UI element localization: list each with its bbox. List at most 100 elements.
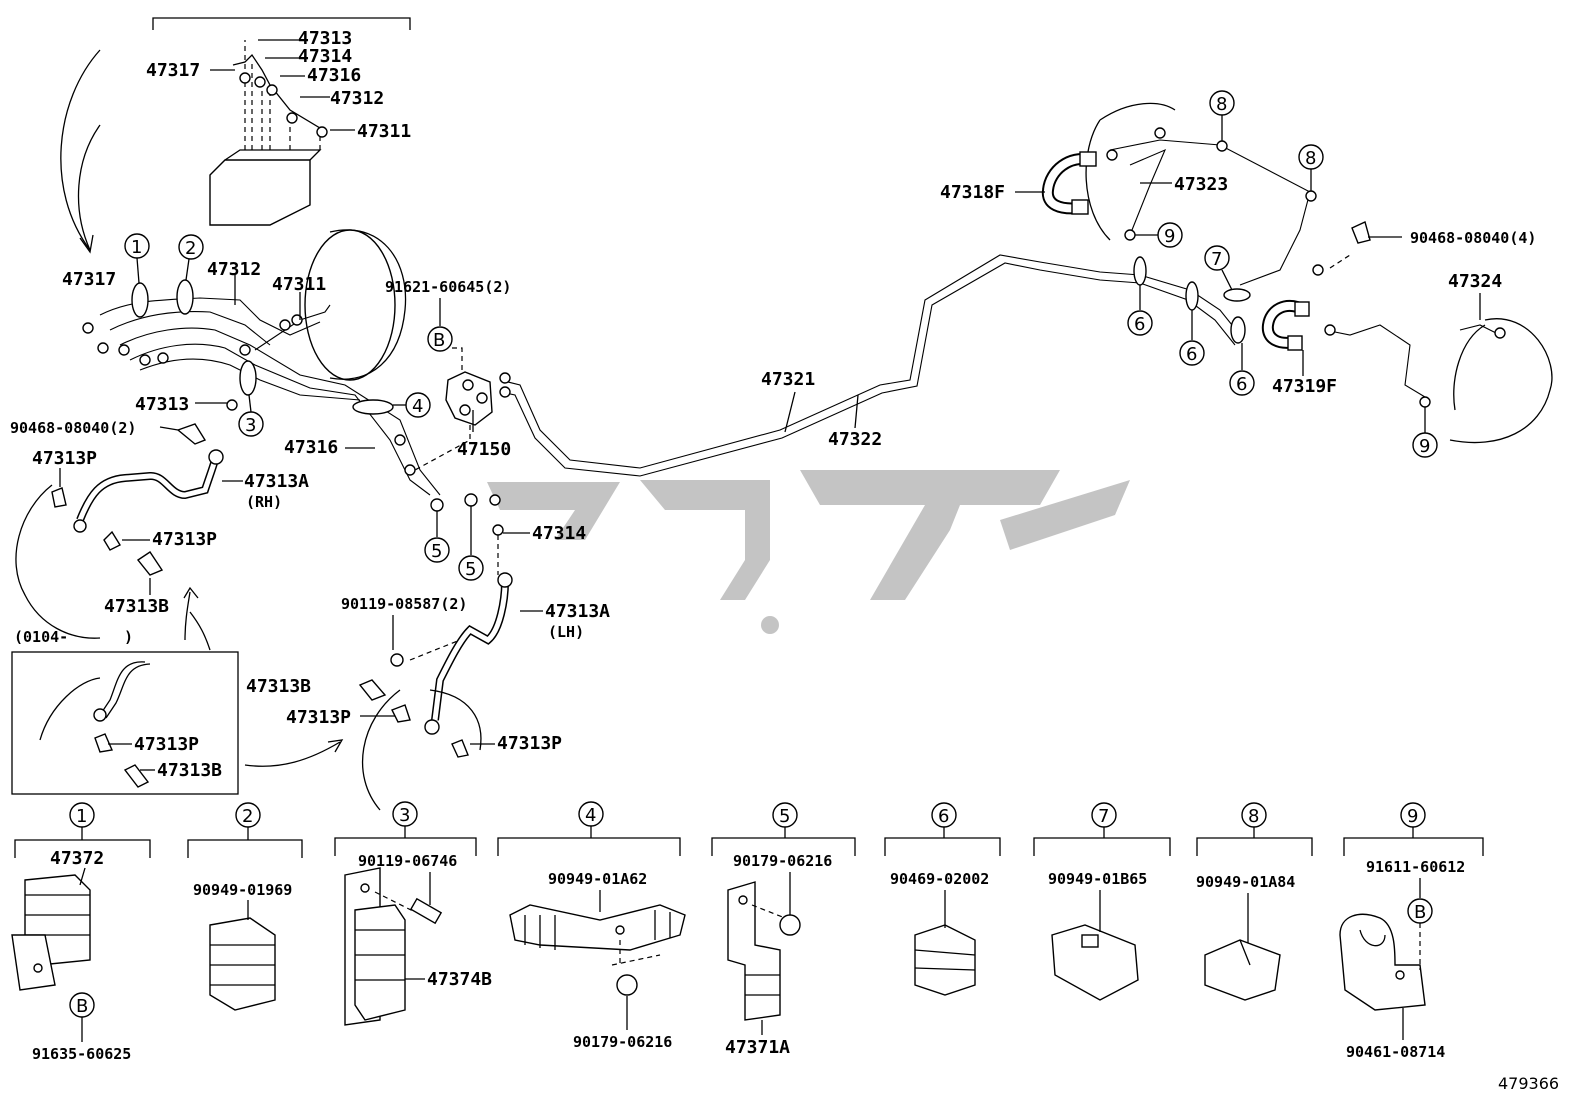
rear-right-hose — [1261, 221, 1553, 444]
callout-2: 2 — [185, 238, 196, 259]
label-90461-08714: 90461-08714 — [1346, 1043, 1445, 1061]
clamp-47374B — [344, 867, 443, 1026]
label-0104: (0104- — [14, 628, 68, 646]
callout-6b: 6 — [1186, 344, 1197, 365]
label-47313B-3: 47313B — [246, 676, 311, 697]
detail-callout-B9: B — [1414, 902, 1426, 923]
label-47313-inset: 47313 — [298, 28, 352, 49]
label-47313A-rh: 47313A — [244, 471, 309, 492]
master-cylinder-area — [82, 229, 504, 536]
label-47313B-2: 47313B — [157, 760, 222, 781]
label-90179-06216-bottom: 90179-06216 — [573, 1033, 672, 1051]
label-47311-inset: 47311 — [357, 121, 411, 142]
label-47312-inset: 47312 — [330, 88, 384, 109]
proportioning-valve — [414, 347, 493, 471]
label-91635-60625: 91635-60625 — [32, 1045, 131, 1063]
clamp-47371A — [727, 881, 801, 1021]
clip-90949-01A84 — [1204, 939, 1281, 1001]
label-47374B: 47374B — [427, 969, 492, 990]
callout-5a: 5 — [431, 541, 442, 562]
detail-brackets — [14, 826, 1484, 858]
label-90119-08587: 90119-08587(2) — [341, 595, 467, 613]
label-47316: 47316 — [284, 437, 338, 458]
variant-hose — [39, 661, 151, 788]
callout-8b: 8 — [1305, 148, 1316, 169]
label-90469-02002: 90469-02002 — [890, 870, 989, 888]
clip-icon — [176, 423, 207, 445]
label-47372: 47372 — [50, 848, 104, 869]
label-47313P-5: 47313P — [497, 733, 562, 754]
label-90468-08040-2: 90468-08040(2) — [10, 419, 136, 437]
callout-6a: 6 — [1134, 314, 1145, 335]
label-47314: 47314 — [532, 523, 586, 544]
detail-callout-9: 9 — [1407, 806, 1418, 827]
detail-callout-8: 8 — [1248, 806, 1259, 827]
label-47314-inset: 47314 — [298, 46, 352, 67]
callout-1: 1 — [131, 237, 142, 258]
label-47323: 47323 — [1174, 174, 1228, 195]
label-90949-01A62: 90949-01A62 — [548, 870, 647, 888]
arrow-icon — [60, 49, 101, 251]
callout-4: 4 — [412, 396, 423, 417]
label-47313P-2: 47313P — [152, 529, 217, 550]
detail-callout-3: 3 — [399, 805, 410, 826]
label-47319F: 47319F — [1272, 376, 1337, 397]
arrow-up-icon — [183, 586, 199, 641]
label-47317-inset: 47317 — [146, 60, 200, 81]
label-90119-06746: 90119-06746 — [358, 852, 457, 870]
callout-6c: 6 — [1236, 374, 1247, 395]
clip-90469-02002 — [914, 924, 976, 996]
label-47321: 47321 — [761, 369, 815, 390]
label-91621-60645: 91621-60645(2) — [385, 278, 511, 296]
rear-left-hose — [1041, 102, 1311, 286]
clip-90949-01B65 — [1051, 924, 1139, 1001]
callout-3: 3 — [245, 415, 256, 436]
callout-B-main: B — [433, 330, 445, 351]
label-47313B-1: 47313B — [104, 596, 169, 617]
detail-callout-7: 7 — [1098, 806, 1109, 827]
callout-9a: 9 — [1164, 226, 1175, 247]
label-90949-01B65: 90949-01B65 — [1048, 870, 1147, 888]
detail-callout-5: 5 — [779, 806, 790, 827]
label-47313P-4: 47313P — [286, 707, 351, 728]
label-91611-60612: 91611-60612 — [1366, 858, 1465, 876]
label-47150: 47150 — [457, 439, 511, 460]
label-47313: 47313 — [135, 394, 189, 415]
flex-hose-lh — [358, 572, 513, 811]
label-47322: 47322 — [828, 429, 882, 450]
label-47371A: 47371A — [725, 1037, 790, 1058]
clamp-90949-01969 — [209, 917, 276, 1011]
label-lh: (LH) — [548, 623, 584, 641]
detail-callout-B1: B — [76, 996, 88, 1017]
detail-callout-2: 2 — [242, 806, 253, 827]
label-47313P-1: 47313P — [32, 448, 97, 469]
label-90949-01A84: 90949-01A84 — [1196, 873, 1295, 891]
clamp-90949-01A62 — [509, 904, 686, 996]
variant-inset-box — [11, 651, 239, 795]
label-47317: 47317 — [62, 269, 116, 290]
label-90468-08040-4: 90468-08040(4) — [1410, 229, 1536, 247]
label-90949-01969: 90949-01969 — [193, 881, 292, 899]
label-rh: (RH) — [246, 493, 282, 511]
detail-callout-6: 6 — [938, 806, 949, 827]
callout-9b: 9 — [1419, 436, 1430, 457]
label-90179-06216: 90179-06216 — [733, 852, 832, 870]
label-47324: 47324 — [1448, 271, 1502, 292]
callout-5b: 5 — [465, 559, 476, 580]
detail-callout-4: 4 — [585, 805, 596, 826]
detail-callouts: 1 2 3 4 5 6 7 8 9 — [69, 801, 1426, 828]
label-0104-close: ) — [124, 628, 133, 646]
watermark-logo — [487, 470, 1130, 634]
figure-number: 479366 — [1498, 1074, 1559, 1093]
detail-callout-1: 1 — [76, 806, 87, 827]
callout-8a: 8 — [1216, 94, 1227, 115]
abs-actuator-inset — [152, 17, 411, 226]
clip-90461-08714 — [1339, 913, 1426, 1011]
main-brake-pipes — [499, 254, 1251, 477]
callout-7: 7 — [1211, 249, 1222, 270]
label-47313A-lh: 47313A — [545, 601, 610, 622]
clamp-47372 — [11, 874, 91, 991]
flex-hose-rh — [15, 449, 224, 639]
label-47311: 47311 — [272, 274, 326, 295]
